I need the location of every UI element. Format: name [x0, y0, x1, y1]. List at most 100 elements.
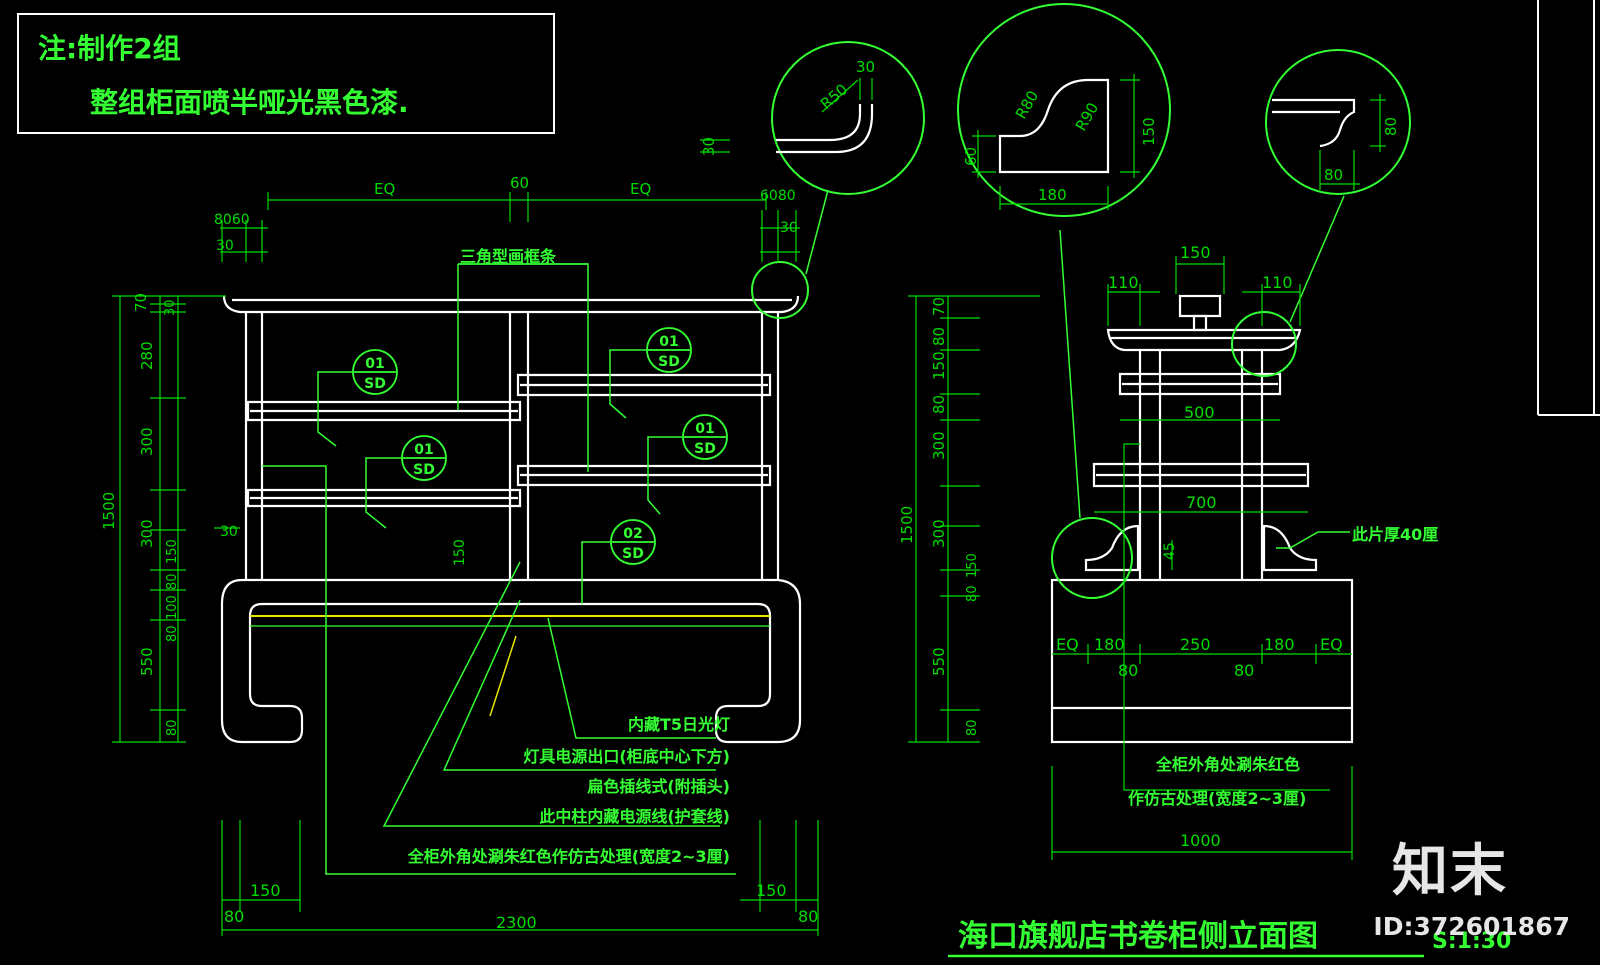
label-side-finish-2: 作仿古处理(宽度2~3厘)	[1128, 789, 1306, 808]
label-frame-strip: 三角型画框条	[460, 247, 557, 266]
side-top-dim-labels: 110 150 110 500 700 45	[1108, 243, 1293, 560]
dim-150-top: 150	[1180, 243, 1211, 262]
callout-60: 60	[962, 147, 980, 166]
dim-total-2300: 2300	[496, 913, 537, 932]
label-t5: 内藏T5日光灯	[628, 715, 730, 734]
watermark-id: ID:372601867	[1373, 912, 1570, 941]
dim-700: 700	[1186, 493, 1217, 512]
dim-b80-left: 80	[224, 907, 244, 926]
dim-1500: 1500	[100, 492, 118, 530]
side-top-dimensions	[1094, 256, 1308, 513]
dim-b150-left: 150	[250, 881, 281, 900]
side-left-dimensions	[908, 295, 1040, 743]
front-note-leaders	[262, 465, 736, 875]
dim-8060: 8060	[214, 212, 250, 228]
tag4-top: 01	[695, 421, 714, 437]
tag5-bottom: SD	[622, 546, 644, 562]
tag1-top: 01	[365, 356, 384, 372]
label-finish: 全柜外角处涮朱红色作仿古处理(宽度2~3厘)	[407, 847, 730, 866]
sdim-70: 70	[930, 297, 948, 316]
watermark-logo: 知末	[1392, 839, 1508, 904]
drawing-frame	[1537, 0, 1600, 416]
drawing-title: 海口旗舰店书卷柜侧立面图	[958, 919, 1318, 954]
sbase-eq-left: EQ	[1056, 635, 1079, 654]
dim-30: 30	[163, 299, 178, 316]
sdim-550: 550	[930, 647, 948, 676]
front-left-dim-labels: 70 30 280 300 1500 300 150 80 100 80 550…	[100, 293, 468, 736]
front-bottom-dim-labels: 150 80 150 80 2300	[224, 881, 818, 932]
label-side-finish-1: 全柜外角处涮朱红色	[1155, 755, 1300, 774]
callout-30-top: 30	[856, 58, 875, 76]
callout-80-w: 80	[1324, 166, 1343, 184]
dim-eq-left: EQ	[374, 180, 395, 198]
tag5-top: 02	[623, 526, 642, 542]
sbase-80-left: 80	[1118, 661, 1138, 680]
sdim-300-b: 300	[930, 519, 948, 548]
front-left-dimensions	[112, 295, 240, 743]
dim-300-b: 300	[138, 519, 156, 548]
front-note-labels: 内藏T5日光灯 灯具电源出口(柜底中心下方) 扁色插线式(附插头) 此中柱内藏电…	[407, 715, 730, 866]
dim-80-a: 80	[165, 573, 180, 590]
tag2-bottom: SD	[413, 462, 435, 478]
dim-60: 60	[510, 174, 529, 192]
label-thickness: 此片厚40厘	[1352, 525, 1438, 544]
tag4-bottom: SD	[694, 441, 716, 457]
dim-80-b: 80	[165, 625, 180, 642]
dim-45: 45	[1162, 542, 1178, 560]
dim-70: 70	[132, 293, 150, 312]
front-tag-labels: 01 SD 01 SD 01 SD 01 SD 02 SD	[364, 334, 716, 562]
note-line-2: 整组柜面喷半哑光黑色漆.	[90, 86, 409, 119]
dim-80-c: 80	[165, 719, 180, 736]
front-top-dim-labels: EQ 60 EQ 8060 30 6080 30	[214, 174, 798, 254]
callout-180: 180	[1038, 186, 1067, 204]
side-base-dim-labels: EQ 180 250 180 EQ 80 80	[1056, 635, 1343, 680]
drawing-scale: S:1:30	[1432, 929, 1511, 954]
sdim-80-b: 80	[930, 395, 948, 414]
dim-300-a: 300	[138, 427, 156, 456]
sdim-150: 150	[930, 351, 948, 380]
side-elevation: R80 R90 60 150 180 80 80	[898, 3, 1511, 958]
front-cabinet-body	[220, 295, 802, 744]
thickness-leader	[1276, 531, 1350, 549]
dim-110-left: 110	[1108, 273, 1139, 292]
dim-30-right: 30	[780, 220, 798, 236]
label-outlet: 灯具电源出口(柜底中心下方)	[523, 747, 730, 766]
note-line-1: 注:制作2组	[38, 32, 181, 65]
sbase-180-left: 180	[1094, 635, 1125, 654]
label-cable: 此中柱内藏电源线(护套线)	[539, 807, 730, 826]
sbase-80-right: 80	[1234, 661, 1254, 680]
side-small-callout: 80 80	[1231, 49, 1411, 377]
dim-110-right: 110	[1262, 273, 1293, 292]
dim-6080: 6080	[760, 188, 796, 204]
front-bottom-dimensions	[221, 820, 819, 936]
front-top-dimensions	[220, 192, 800, 262]
sdim-1500: 1500	[898, 506, 916, 544]
dim-550: 550	[138, 647, 156, 676]
dim-500: 500	[1184, 403, 1215, 422]
dim-total-1000: 1000	[1180, 831, 1221, 850]
dim-eq-right: EQ	[630, 180, 651, 198]
callout-30-side: 30	[700, 137, 718, 156]
sbase-eq-right: EQ	[1320, 635, 1343, 654]
sdim-80-c: 80	[965, 585, 980, 602]
sdim-150-b: 150	[965, 553, 980, 578]
dim-b150-right: 150	[756, 881, 787, 900]
side-left-dim-labels: 70 80 150 80 300 1500 300 150 80 550 80	[898, 297, 980, 736]
tag2-top: 01	[414, 442, 433, 458]
side-base-dimensions	[1051, 443, 1353, 860]
dim-b80-right: 80	[798, 907, 818, 926]
label-plug: 扁色插线式(附插头)	[587, 777, 730, 796]
sdim-300-a: 300	[930, 431, 948, 460]
callout-150: 150	[1140, 117, 1158, 146]
tag1-bottom: SD	[364, 376, 386, 392]
side-finish-labels: 全柜外角处涮朱红色 作仿古处理(宽度2~3厘)	[1128, 755, 1306, 808]
sdim-80-d: 80	[965, 719, 980, 736]
front-elevation: EQ 60 EQ 8060 30 6080 30 70	[100, 41, 925, 936]
dim-30-left: 30	[216, 238, 234, 254]
side-cabinet-body	[1050, 294, 1354, 744]
dim-inner-30: 30	[220, 524, 238, 540]
tag3-bottom: SD	[658, 354, 680, 370]
sbase-250: 250	[1180, 635, 1211, 654]
note-box: 注:制作2组 整组柜面喷半哑光黑色漆.	[17, 13, 555, 134]
